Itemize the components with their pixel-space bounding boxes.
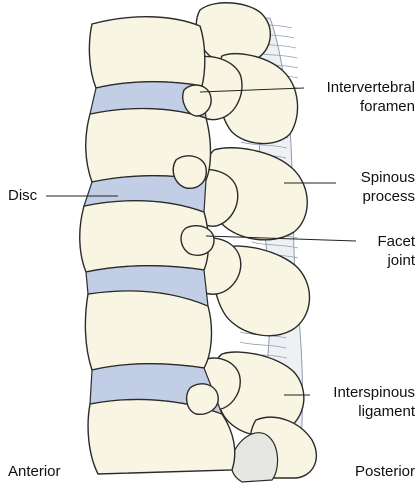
vertebral-body-4 (85, 291, 211, 370)
label-posterior: Posterior (320, 462, 415, 481)
label-disc: Disc (8, 186, 37, 205)
label-facet-joint: Facet joint (330, 232, 415, 270)
facet-4 (187, 384, 219, 414)
label-interspinous-ligament-line2: ligament (300, 402, 415, 421)
label-spinous-process-line2: process (320, 187, 415, 206)
sacral-gap (231, 433, 277, 482)
vertebral-body-1 (89, 17, 204, 88)
label-interspinous-ligament-line1: Interspinous (300, 383, 415, 402)
label-intervertebral-foramen-line1: Intervertebral (300, 78, 415, 97)
label-intervertebral-foramen: Intervertebral foramen (300, 78, 415, 116)
facet-3 (181, 226, 214, 256)
label-interspinous-ligament: Interspinous ligament (300, 383, 415, 421)
label-spinous-process: Spinous process (320, 168, 415, 206)
label-anterior: Anterior (8, 462, 61, 481)
label-facet-joint-line2: joint (330, 251, 415, 270)
label-facet-joint-line1: Facet (330, 232, 415, 251)
facet-2 (173, 156, 206, 188)
label-intervertebral-foramen-line2: foramen (300, 97, 415, 116)
label-spinous-process-line1: Spinous (320, 168, 415, 187)
